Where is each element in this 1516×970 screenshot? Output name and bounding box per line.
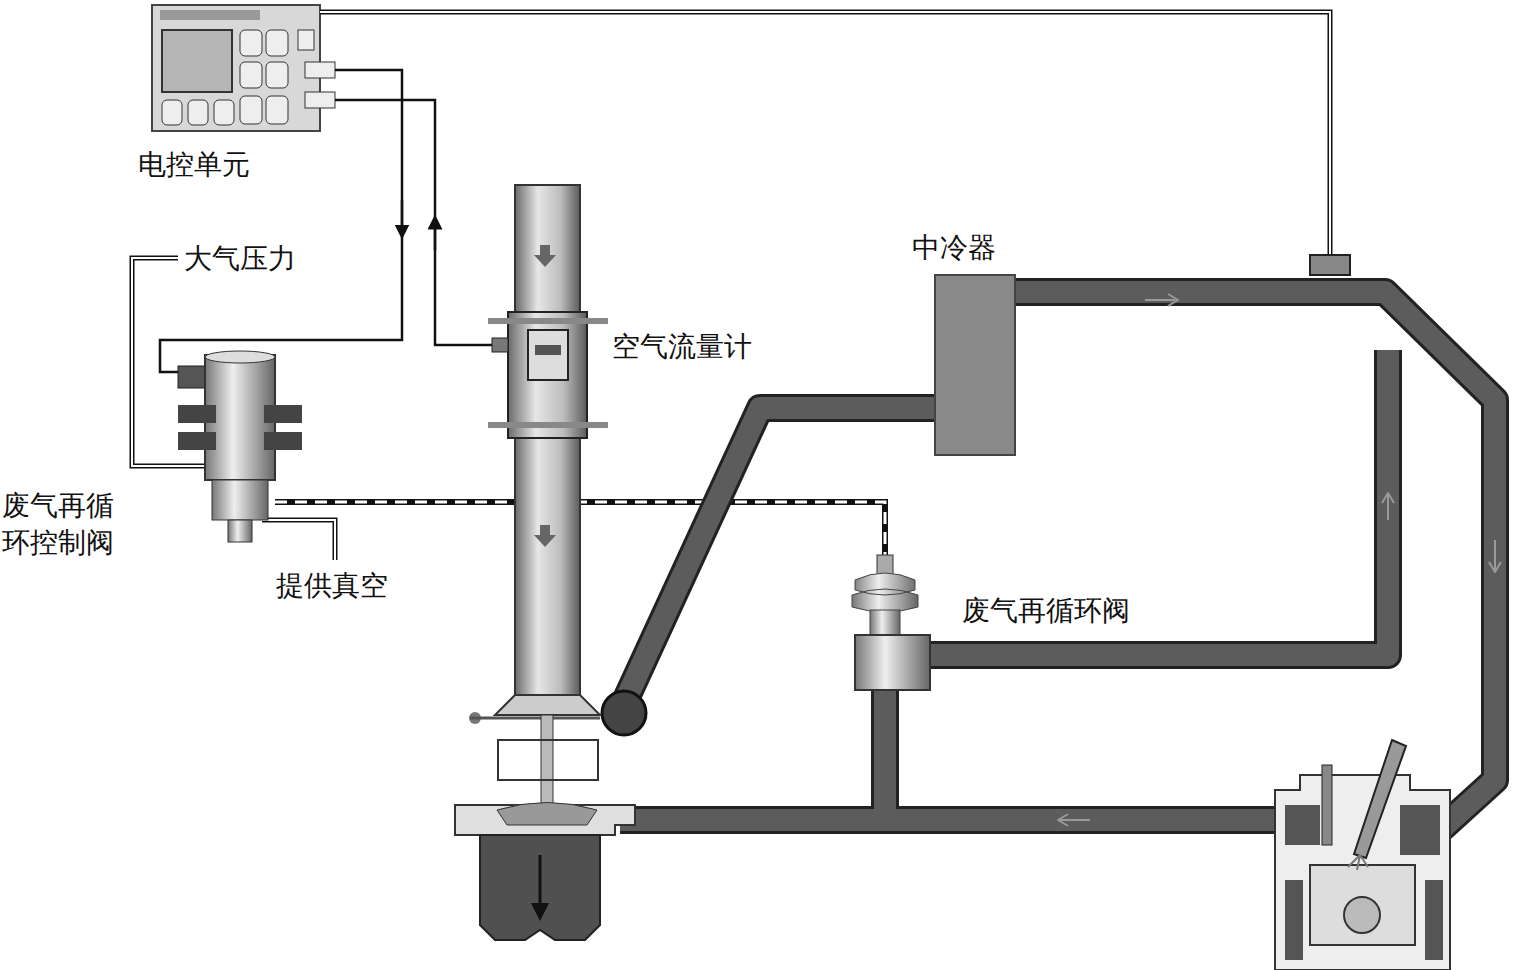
part-label: 电控单元 <box>138 146 298 183</box>
part-label: 中冷器 <box>912 229 1052 266</box>
pressure-sensor <box>1310 255 1350 275</box>
ecu <box>152 5 335 131</box>
egr-control-valve <box>178 351 302 542</box>
part-label: 废气再循 环控制阀 <box>2 487 127 561</box>
part-label: 空气流量计 <box>612 328 812 365</box>
part-label: 大气压力 <box>184 240 344 277</box>
part-label: 提供真空 <box>276 567 436 604</box>
egr-valve <box>852 555 930 690</box>
engine-cylinder <box>1275 740 1450 970</box>
part-label: 废气再循环阀 <box>962 592 1182 629</box>
intake-pipe <box>488 185 608 695</box>
turbocharger <box>455 695 635 940</box>
gas-pipes <box>602 292 1501 830</box>
intercooler <box>935 275 1015 455</box>
